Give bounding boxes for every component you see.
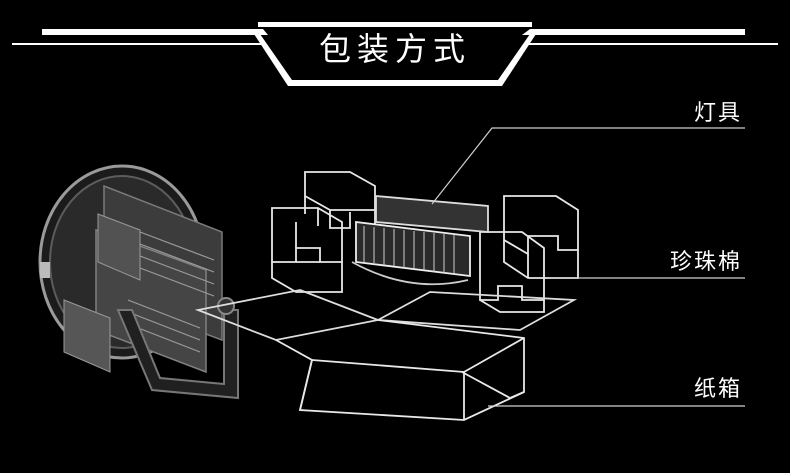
packaging-diagram — [194, 171, 579, 421]
foam-label: 珍珠棉 — [669, 250, 742, 275]
title-banner — [12, 22, 778, 86]
lamp-label: 灯具 — [693, 101, 742, 126]
box-label: 纸箱 — [693, 377, 742, 402]
leader-lines — [431, 127, 745, 407]
floodlight-image — [38, 164, 239, 400]
page-title: 包装方式 — [318, 30, 471, 68]
